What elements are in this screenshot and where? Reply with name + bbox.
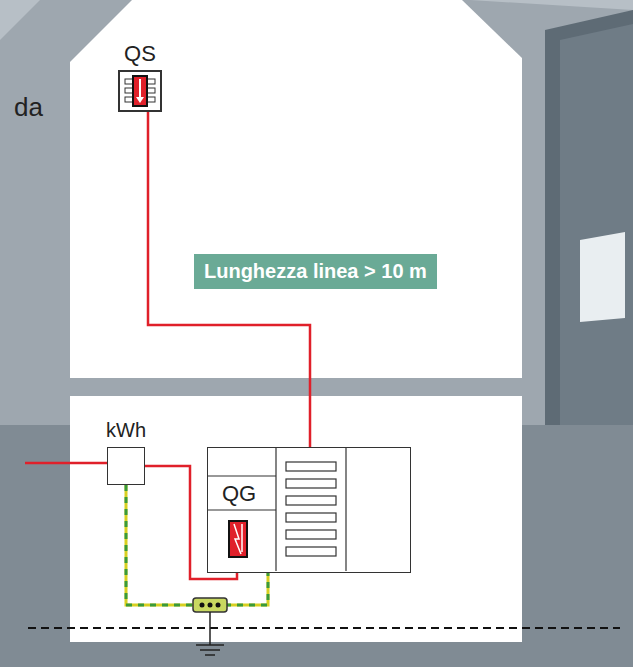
main-switchboard: QG	[207, 447, 411, 573]
breaker-symbol	[228, 520, 248, 558]
meter-name: kWh	[100, 416, 152, 444]
board-panel	[118, 70, 162, 112]
board-name: QS	[114, 40, 166, 68]
energy-meter: kWh	[100, 416, 152, 485]
breaker-symbol	[132, 75, 148, 107]
meter-box	[107, 447, 145, 485]
note-text: da	[14, 92, 43, 123]
board-name: QG	[222, 481, 256, 507]
distribution-board: QS	[114, 40, 166, 112]
line-length-label: Lunghezza linea > 10 m	[194, 254, 437, 289]
